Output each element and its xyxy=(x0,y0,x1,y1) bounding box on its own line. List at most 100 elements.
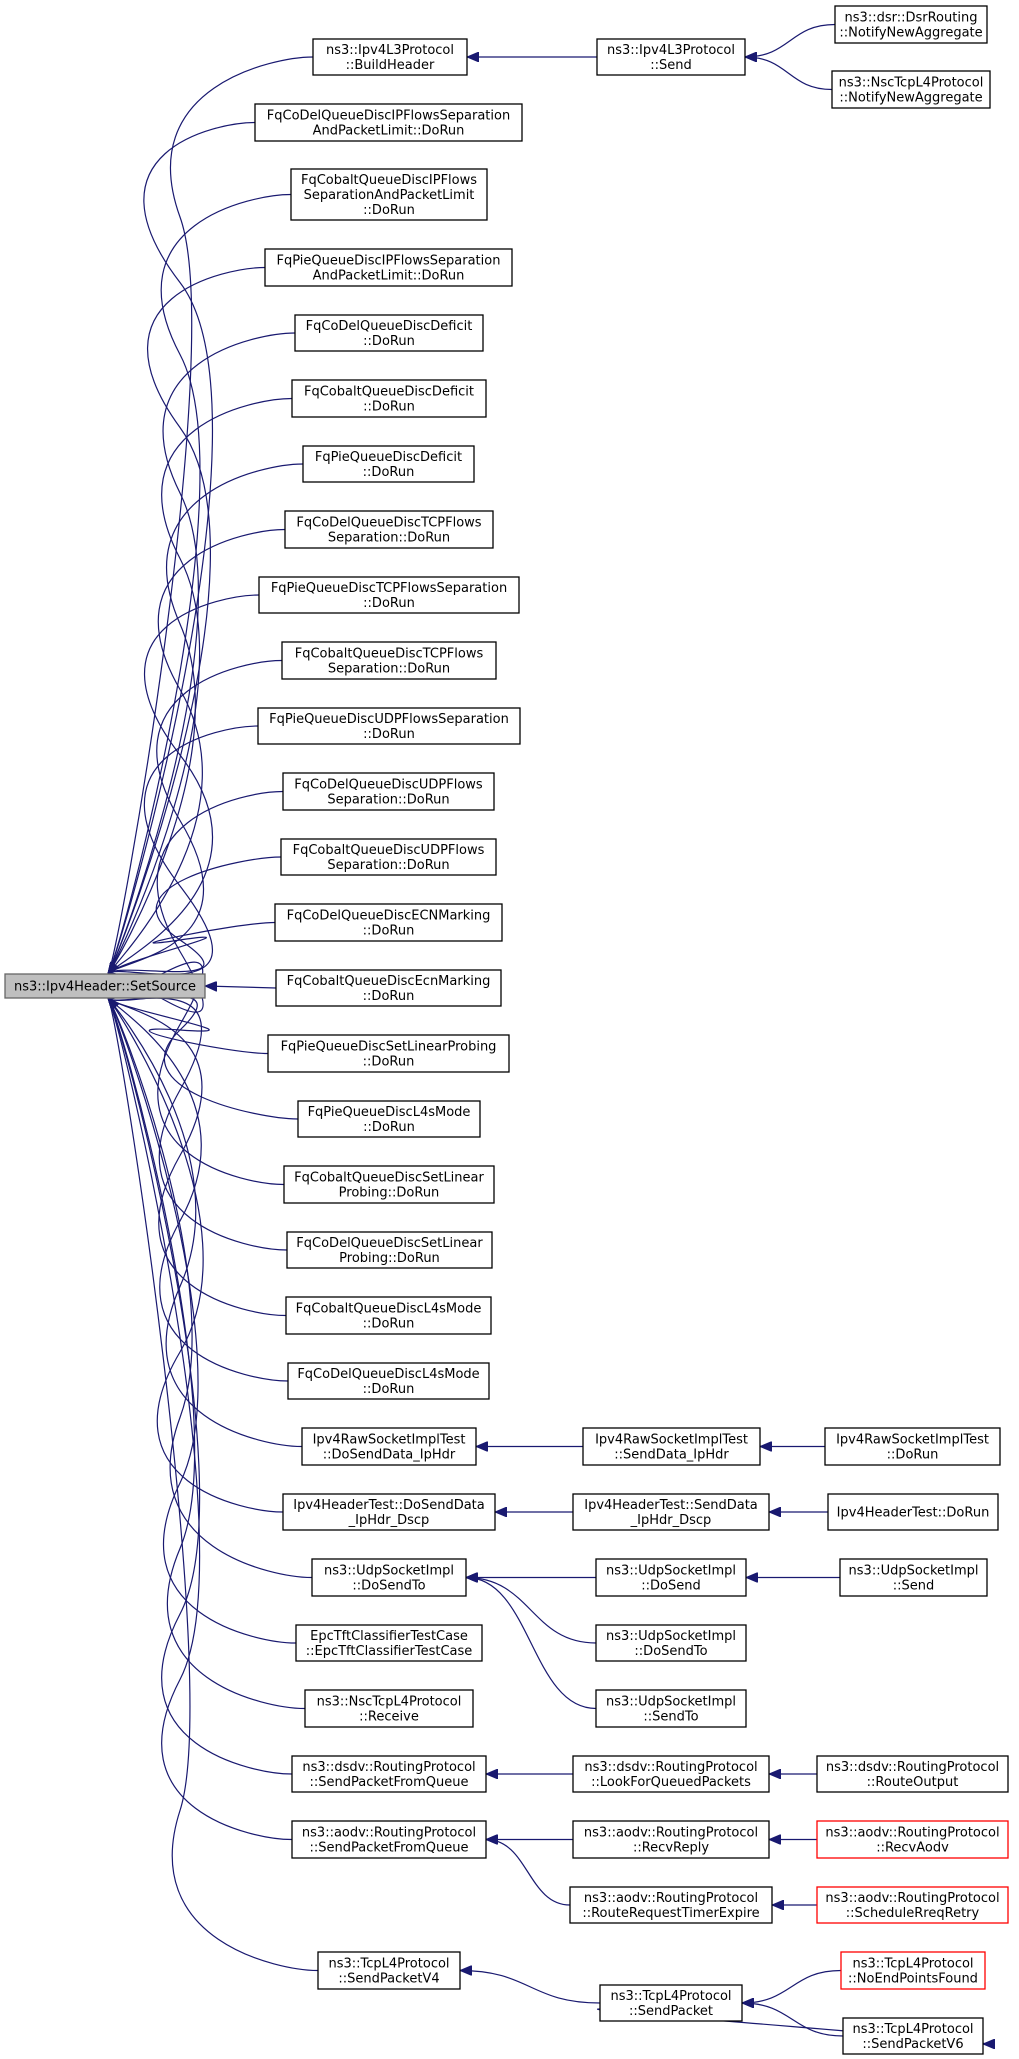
node-a17[interactable]: FqPieQueueDiscL4sMode::DoRun xyxy=(297,1100,481,1138)
node-box xyxy=(282,1493,496,1531)
node-label: ns3::dsdv::RoutingProtocol xyxy=(826,1760,999,1775)
node-box xyxy=(287,1362,490,1400)
node-c5[interactable]: ns3::UdpSocketImpl::Send xyxy=(839,1558,988,1597)
node-b7[interactable]: ns3::dsdv::RoutingProtocol::LookForQueue… xyxy=(572,1755,770,1793)
edge-b10-to-a29 xyxy=(460,1971,601,2004)
node-root[interactable]: ns3::Ipv4Header::SetSource xyxy=(4,973,206,999)
node-label: FqCoDelQueueDiscIPFlowsSeparation xyxy=(267,109,510,124)
node-label: ::SendPacketV4 xyxy=(338,1972,439,1987)
node-a11[interactable]: FqPieQueueDiscUDPFlowsSeparation::DoRun xyxy=(257,707,521,745)
node-box xyxy=(285,1296,492,1335)
node-a25[interactable]: EpcTftClassifierTestCase::EpcTftClassifi… xyxy=(295,1624,483,1662)
node-b4[interactable]: ns3::UdpSocketImpl::DoSend xyxy=(595,1558,747,1597)
node-label: ns3::Ipv4L3Protocol xyxy=(326,43,454,58)
node-label: ns3::aodv::RoutingProtocol xyxy=(302,1826,476,1841)
node-a9[interactable]: FqPieQueueDiscTCPFlowsSeparation::DoRun xyxy=(258,576,520,614)
node-c7[interactable]: ns3::aodv::RoutingProtocol::RecvAodv xyxy=(816,1820,1009,1859)
node-c1[interactable]: ns3::dsr::DsrRouting::NotifyNewAggregate xyxy=(834,5,988,44)
node-box xyxy=(301,1427,477,1466)
node-box xyxy=(281,641,497,680)
node-label: FqCobaltQueueDiscIPFlows xyxy=(301,173,477,188)
node-a4[interactable]: FqPieQueueDiscIPFlowsSeparationAndPacket… xyxy=(264,248,513,287)
node-label: ::DoRun xyxy=(363,1055,415,1070)
node-label: ns3::Ipv4L3Protocol xyxy=(607,43,735,58)
node-box xyxy=(283,1165,495,1204)
node-a23[interactable]: Ipv4HeaderTest::DoSendData_IpHdr_Dscp xyxy=(282,1493,496,1531)
edge-a21-to-root xyxy=(108,998,289,1382)
node-a1[interactable]: ns3::Ipv4L3Protocol::BuildHeader xyxy=(312,38,468,76)
node-b10[interactable]: ns3::TcpL4Protocol::SendPacket xyxy=(599,1984,743,2022)
node-c9[interactable]: ns3::TcpL4Protocol::NoEndPointsFound xyxy=(840,1951,986,1990)
edge-a9-to-root xyxy=(108,594,260,974)
node-a29[interactable]: ns3::TcpL4Protocol::SendPacketV4 xyxy=(317,1951,461,1990)
node-label: Ipv4HeaderTest::DoRun xyxy=(837,1506,990,1521)
node-box xyxy=(312,38,468,76)
edge-b9-to-a28 xyxy=(486,1840,571,1906)
node-a3[interactable]: FqCobaltQueueDiscIPFlowsSeparationAndPac… xyxy=(290,168,488,221)
node-label: Separation::DoRun xyxy=(328,531,450,546)
node-a10[interactable]: FqCobaltQueueDiscTCPFlowsSeparation::DoR… xyxy=(281,641,497,680)
node-label: AndPacketLimit::DoRun xyxy=(313,269,465,284)
node-box xyxy=(824,1427,1001,1466)
node-box xyxy=(280,838,497,876)
node-a13[interactable]: FqCobaltQueueDiscUDPFlowsSeparation::DoR… xyxy=(280,838,497,876)
node-label: Separation::DoRun xyxy=(327,793,449,808)
node-a21[interactable]: FqCoDelQueueDiscL4sMode::DoRun xyxy=(287,1362,490,1400)
node-a5[interactable]: FqCoDelQueueDiscDeficit::DoRun xyxy=(294,314,484,352)
edge-a22-to-root xyxy=(108,998,303,1448)
edge-a20-to-root xyxy=(108,998,287,1317)
node-label: FqPieQueueDiscSetLinearProbing xyxy=(281,1040,497,1055)
node-box xyxy=(275,969,502,1007)
node-a6[interactable]: FqCobaltQueueDiscDeficit::DoRun xyxy=(291,379,487,418)
node-a2[interactable]: FqCoDelQueueDiscIPFlowsSeparationAndPack… xyxy=(254,103,523,142)
node-a16[interactable]: FqPieQueueDiscSetLinearProbing::DoRun xyxy=(267,1034,510,1073)
node-c3[interactable]: Ipv4RawSocketImplTest::DoRun xyxy=(824,1427,1001,1466)
node-a27[interactable]: ns3::dsdv::RoutingProtocol::SendPacketFr… xyxy=(291,1755,487,1793)
node-box xyxy=(257,707,521,745)
node-a12[interactable]: FqCoDelQueueDiscUDPFlowsSeparation::DoRu… xyxy=(282,772,495,811)
node-a14[interactable]: FqCoDelQueueDiscECNMarking::DoRun xyxy=(274,903,503,942)
node-label: FqCoDelQueueDiscDeficit xyxy=(306,319,473,334)
node-b8[interactable]: ns3::aodv::RoutingProtocol::RecvReply xyxy=(572,1820,770,1859)
node-label: ::DoRun xyxy=(363,924,415,939)
node-c2[interactable]: ns3::NscTcpL4Protocol::NotifyNewAggregat… xyxy=(831,70,991,109)
node-b6[interactable]: ns3::UdpSocketImpl::SendTo xyxy=(595,1689,747,1728)
node-b9[interactable]: ns3::aodv::RoutingProtocol::RouteRequest… xyxy=(569,1886,773,1924)
node-box xyxy=(282,772,495,811)
edge-a28-to-root xyxy=(108,998,293,1841)
edge-b6-to-a24 xyxy=(466,1578,597,1710)
node-a20[interactable]: FqCobaltQueueDiscL4sMode::DoRun xyxy=(285,1296,492,1335)
node-b2[interactable]: Ipv4RawSocketImplTest::SendData_IpHdr xyxy=(582,1427,761,1466)
node-box xyxy=(311,1558,467,1597)
node-box xyxy=(290,168,488,221)
node-c8[interactable]: ns3::aodv::RoutingProtocol::ScheduleRreq… xyxy=(816,1886,1009,1924)
node-label: FqPieQueueDiscL4sMode xyxy=(308,1105,471,1120)
edge-a6-to-root xyxy=(108,397,293,975)
node-a26[interactable]: ns3::NscTcpL4Protocol::Receive xyxy=(304,1689,474,1728)
node-label: ns3::NscTcpL4Protocol xyxy=(839,76,984,91)
node-c4[interactable]: Ipv4HeaderTest::DoRun xyxy=(827,1493,999,1531)
node-c6[interactable]: ns3::dsdv::RoutingProtocol::RouteOutput xyxy=(816,1755,1009,1793)
node-box xyxy=(572,1820,770,1859)
node-box xyxy=(831,70,991,109)
node-box xyxy=(595,1558,747,1597)
node-a28[interactable]: ns3::aodv::RoutingProtocol::SendPacketFr… xyxy=(291,1820,487,1859)
node-b5[interactable]: ns3::UdpSocketImpl::DoSendTo xyxy=(595,1624,747,1662)
node-a15[interactable]: FqCobaltQueueDiscEcnMarking::DoRun xyxy=(275,969,502,1007)
node-label: FqCobaltQueueDiscTCPFlows xyxy=(295,647,484,662)
node-b3[interactable]: Ipv4HeaderTest::SendData_IpHdr_Dscp xyxy=(572,1493,770,1531)
node-b1[interactable]: ns3::Ipv4L3Protocol::Send xyxy=(596,38,746,76)
node-box xyxy=(297,1100,481,1138)
node-a7[interactable]: FqPieQueueDiscDeficit::DoRun xyxy=(302,445,475,483)
edges-layer xyxy=(108,23,985,2045)
node-box xyxy=(258,576,520,614)
node-box xyxy=(596,38,746,76)
node-a22[interactable]: Ipv4RawSocketImplTest::DoSendData_IpHdr xyxy=(301,1427,477,1466)
node-label: ::DoRun xyxy=(363,203,415,218)
node-a24[interactable]: ns3::UdpSocketImpl::DoSendTo xyxy=(311,1558,467,1597)
node-a8[interactable]: FqCoDelQueueDiscTCPFlowsSeparation::DoRu… xyxy=(284,510,494,549)
node-c10[interactable]: ns3::TcpL4Protocol::SendPacketV6 xyxy=(842,2017,984,2055)
node-label: ns3::aodv::RoutingProtocol xyxy=(825,1826,999,1841)
